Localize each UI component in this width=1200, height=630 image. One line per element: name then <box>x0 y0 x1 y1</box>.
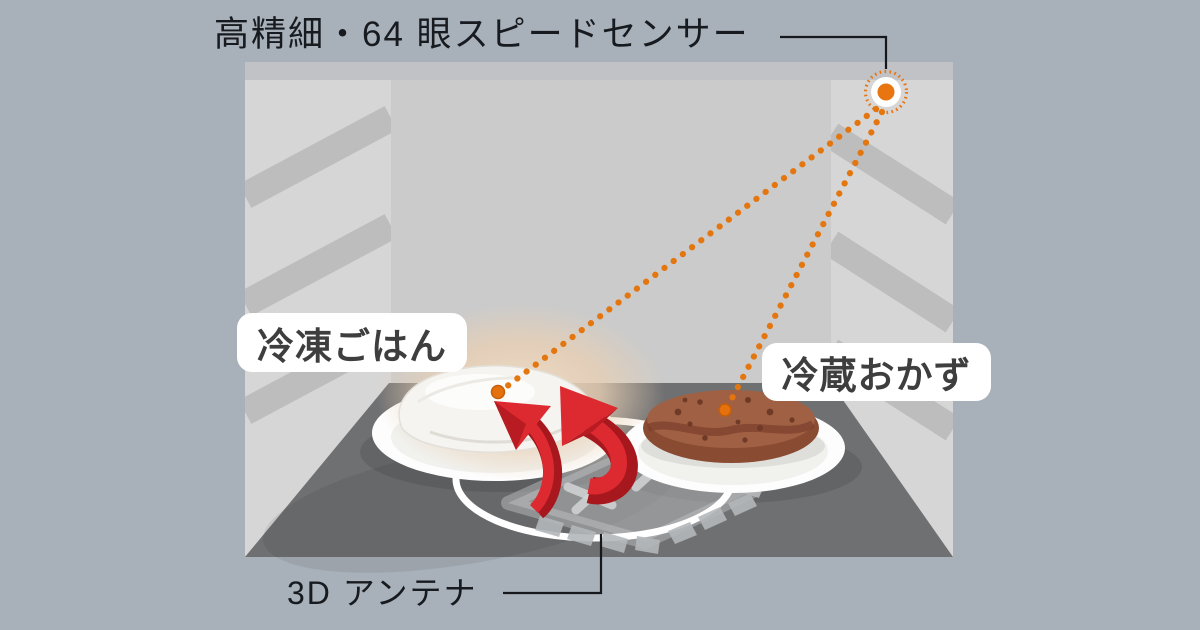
hamburger-patty <box>643 390 819 463</box>
beam-to-rice-icon <box>502 105 880 391</box>
speed-sensor-icon <box>863 69 909 115</box>
frozen-rice-label-text: 冷凍ごはん <box>257 325 447 367</box>
chilled-dish-label-text: 冷蔵おかず <box>781 355 972 396</box>
sensor-label: 高精細・64 眼スピードセンサー <box>214 15 750 54</box>
microwave-heat-arrows-icon <box>494 386 638 519</box>
target-dot-dish-icon <box>718 403 732 417</box>
antenna-label: 3D アンテナ <box>287 575 478 611</box>
cavity-ceiling <box>245 62 953 80</box>
sensor-leader-line <box>780 35 888 69</box>
beam-target-dots <box>490 384 732 417</box>
antenna-leader-line <box>503 534 603 595</box>
leader-lines <box>503 35 888 595</box>
frozen-rice-label: 冷凍ごはん <box>237 313 467 372</box>
target-dot-rice-icon <box>490 384 506 400</box>
chilled-dish-label: 冷蔵おかず <box>762 343 991 401</box>
beam-to-dish-icon <box>725 108 886 408</box>
sensing-beams <box>502 105 886 408</box>
